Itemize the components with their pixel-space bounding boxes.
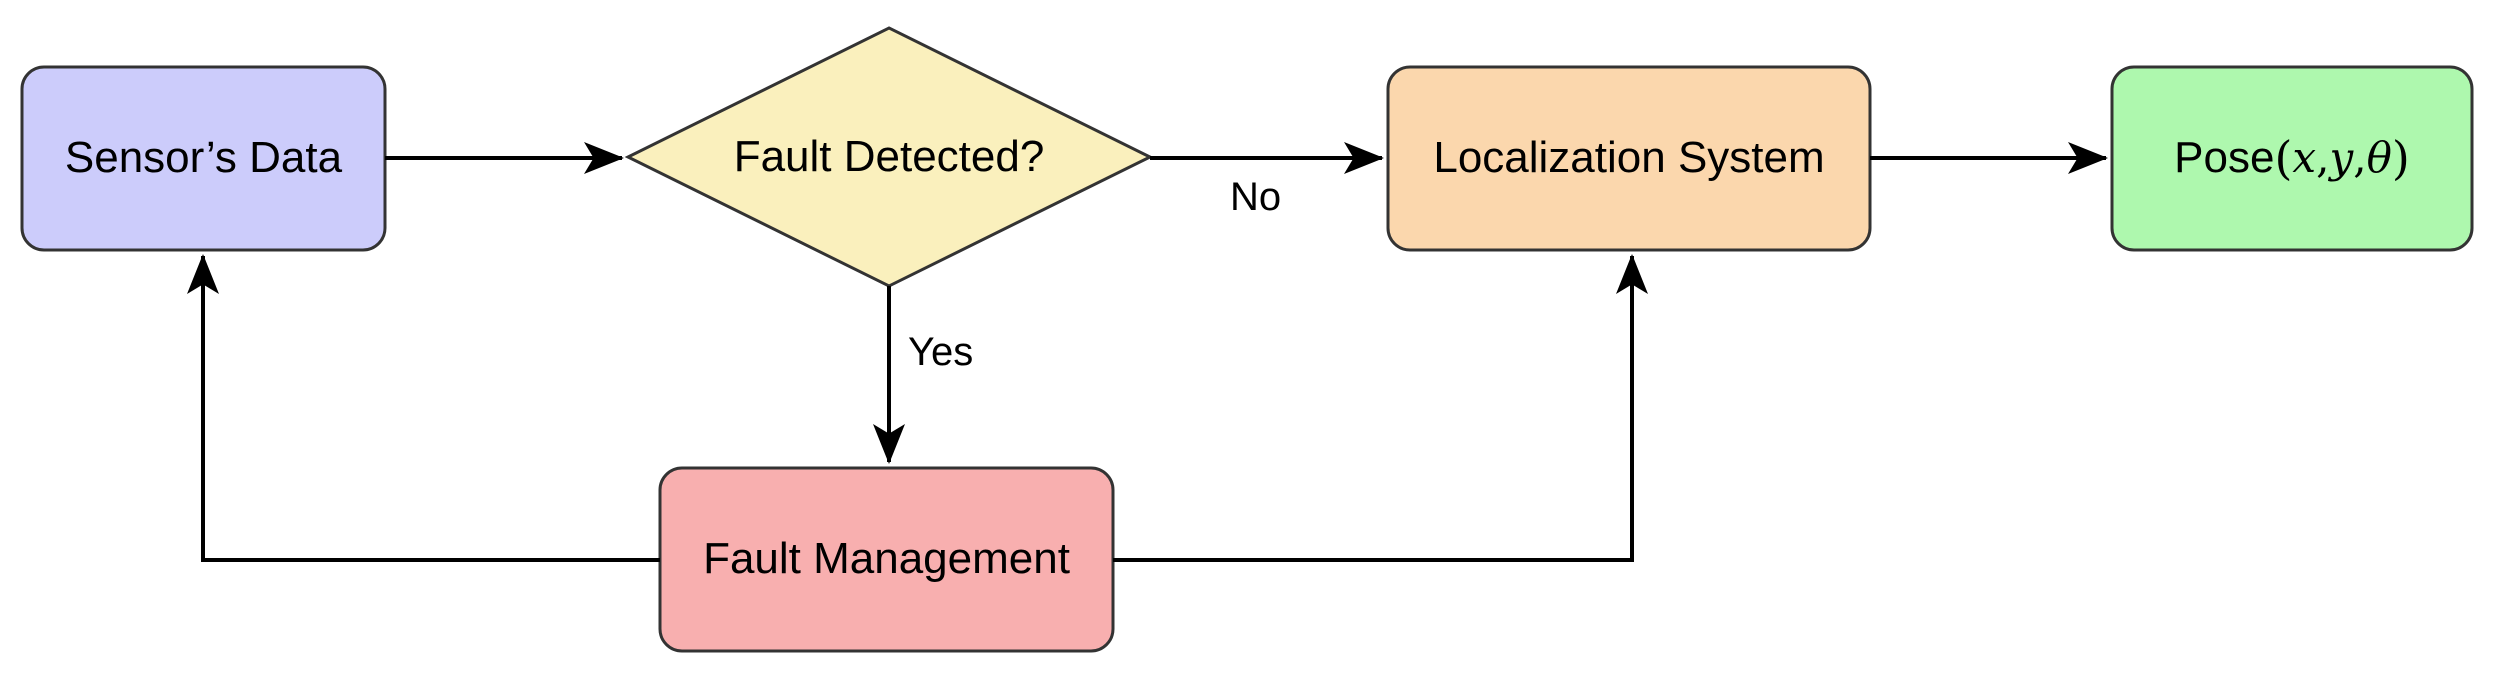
node-localization-system[interactable] xyxy=(1386,65,1872,252)
edge-label-no: No xyxy=(1230,175,1282,219)
node-fault-management[interactable] xyxy=(658,466,1115,653)
edge-fault-management-to-sensors xyxy=(187,254,660,562)
node-pose[interactable] xyxy=(2110,65,2474,252)
edge-label-yes: Yes xyxy=(908,330,974,374)
edge-fault-management-to-localization xyxy=(1113,254,1648,562)
node-sensors-data[interactable] xyxy=(20,65,387,252)
node-fault-detected[interactable] xyxy=(624,26,1154,288)
